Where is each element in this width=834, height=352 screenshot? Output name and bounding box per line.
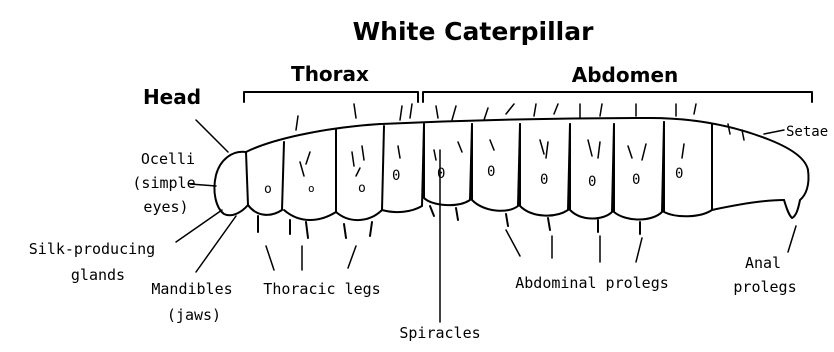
- caterpillar-body: [214, 118, 808, 220]
- ocelli-label-line2: (simple: [132, 174, 195, 192]
- abdominal-prolegs: [430, 206, 640, 234]
- mandibles-label-line2: (jaws): [167, 306, 221, 324]
- abdomen-segment-5: [614, 122, 664, 220]
- thoracic-legs-label: Thoracic legs: [263, 280, 380, 298]
- spiracle-mark: 0: [632, 172, 640, 188]
- abdomen-heading: Abdomen: [572, 63, 679, 87]
- abdomen-bracket: [423, 92, 812, 102]
- thorax-segment-4: [382, 124, 424, 212]
- abdominal-prolegs-label: Abdominal prolegs: [515, 274, 669, 292]
- abdomen-segment-6: [664, 122, 712, 216]
- spiracle-mark: o: [358, 181, 366, 196]
- spiracle-mark: 0: [437, 166, 445, 182]
- part-labels: Ocelli (simple eyes) Silk-producing glan…: [29, 124, 828, 342]
- anal-prolegs-label-line1: Anal: [745, 254, 781, 272]
- abdomen-segment-1: [424, 124, 472, 205]
- spiracle-mark: 0: [540, 172, 548, 188]
- abdomen-segment-4: [570, 124, 614, 219]
- abdomen-segment-3: [520, 124, 570, 216]
- diagram-title: White Caterpillar: [353, 17, 594, 46]
- spiracles: o o o 0 0 0 0 0 0 0: [264, 164, 683, 197]
- thorax-heading: Thorax: [291, 62, 369, 86]
- tail-bottom: [712, 200, 784, 210]
- body-tail: [784, 170, 809, 218]
- spiracle-mark: 0: [487, 164, 495, 180]
- anal-prolegs-label-line2: prolegs: [733, 278, 796, 296]
- ocelli-label-line1: Ocelli: [141, 150, 195, 168]
- head-heading: Head: [143, 85, 201, 109]
- thorax-segment-2: [284, 130, 336, 220]
- setae-label: Setae: [786, 124, 828, 140]
- spiracle-mark: 0: [392, 168, 400, 184]
- spiracles-label: Spiracles: [399, 324, 480, 342]
- thorax-segment-1: [246, 142, 284, 215]
- ocelli-label-line3: eyes): [143, 198, 188, 216]
- thorax-bracket: [244, 92, 418, 102]
- mandibles-label-line1: Mandibles: [151, 280, 232, 298]
- spiracle-mark: o: [308, 182, 315, 195]
- thorax-segment-3: [336, 126, 384, 220]
- silk-glands-label-line1: Silk-producing: [29, 240, 155, 258]
- silk-glands-label-line2: glands: [71, 266, 125, 284]
- abdomen-segment-2: [472, 124, 520, 211]
- spiracle-mark: 0: [588, 174, 596, 190]
- head-capsule: [214, 152, 248, 216]
- body-top-outline: [246, 118, 808, 170]
- spiracle-mark: 0: [675, 166, 683, 182]
- spiracle-mark: o: [264, 182, 272, 197]
